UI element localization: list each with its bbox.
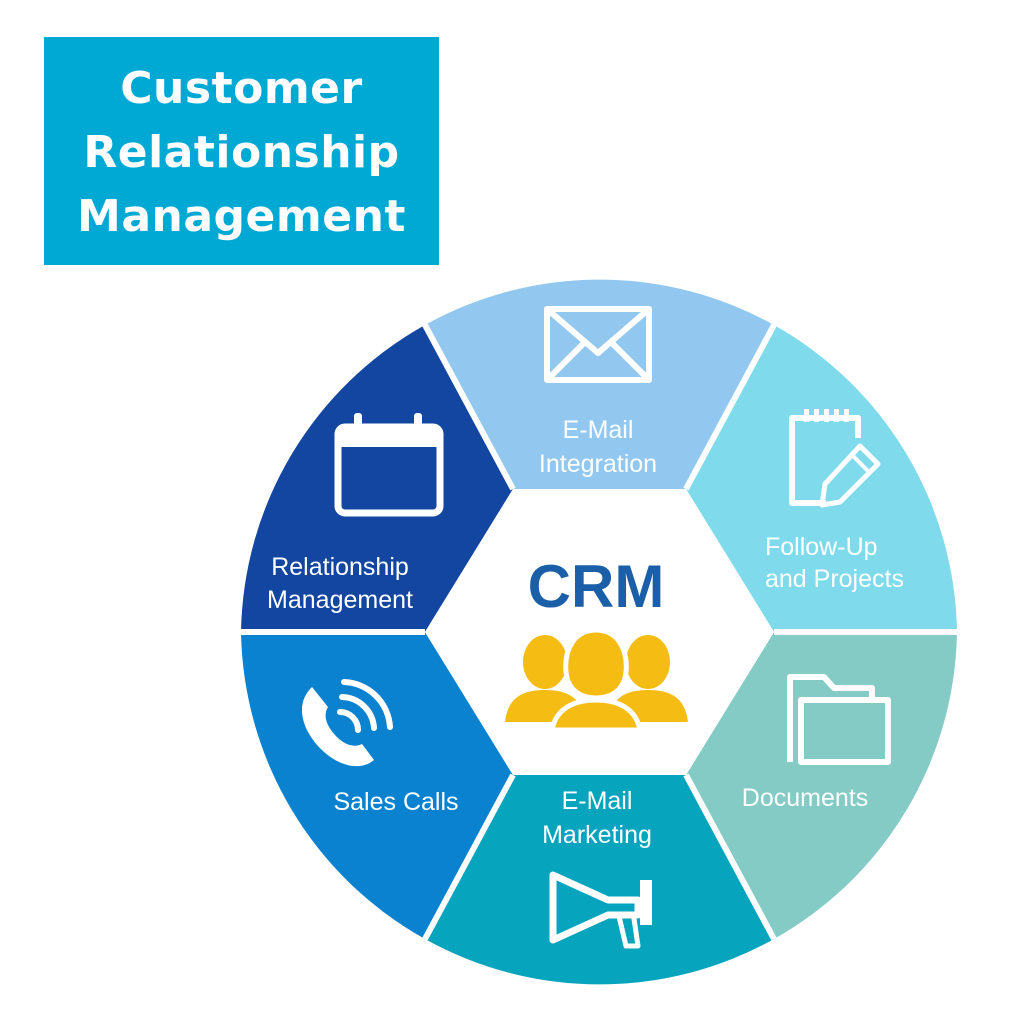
title-line-2: Relationship xyxy=(83,127,400,178)
megaphone-icon xyxy=(549,871,652,949)
segment-relationship-management[interactable] xyxy=(241,325,513,632)
segment-label-follow-up-2: and Projects xyxy=(765,565,904,593)
segment-label-relationship-management-2: Management xyxy=(267,586,413,614)
segment-label-documents: Documents xyxy=(742,784,868,812)
envelope-icon xyxy=(544,306,652,383)
title-line-3: Management xyxy=(77,191,406,242)
title-box: Customer Relationship Management xyxy=(44,37,439,265)
segment-label-email-integration-2: Integration xyxy=(539,450,657,478)
people-group-icon xyxy=(505,627,688,733)
segment-email-marketing[interactable] xyxy=(425,775,774,985)
segment-label-relationship-management-1: Relationship xyxy=(271,553,409,581)
title-line-1: Customer xyxy=(120,63,363,114)
segment-label-email-marketing-2: Marketing xyxy=(542,821,652,849)
segment-label-email-integration-1: E-Mail xyxy=(563,416,634,444)
calendar-icon xyxy=(334,413,444,517)
segment-label-follow-up-1: Follow-Up xyxy=(765,533,878,561)
separators xyxy=(241,323,957,941)
folder-icon xyxy=(787,674,891,765)
segment-email-integration[interactable] xyxy=(425,279,774,489)
notepad-pencil-icon xyxy=(789,409,881,508)
segment-follow-up[interactable] xyxy=(686,325,957,632)
phone-icon xyxy=(301,679,393,767)
center-label: CRM xyxy=(528,553,665,620)
segment-label-email-marketing-1: E-Mail xyxy=(562,787,633,815)
segment-label-sales-calls: Sales Calls xyxy=(333,788,458,816)
